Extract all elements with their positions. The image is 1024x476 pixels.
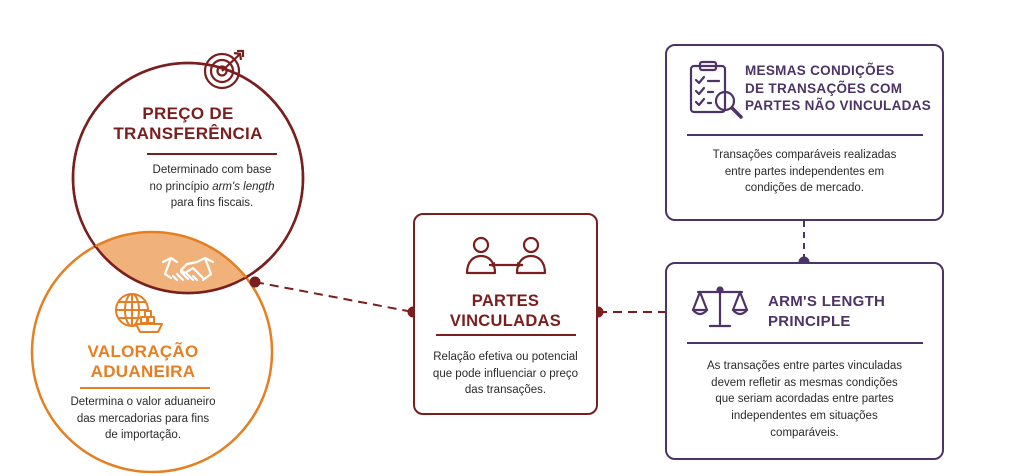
valoracao-description: Determina o valor aduaneiro das mercador…: [70, 396, 216, 442]
mesmas-condicoes-card: [665, 44, 944, 221]
handshake-icon: [161, 256, 215, 282]
connector-dot: [249, 276, 261, 288]
partes-title: PARTES VINCULADAS: [449, 292, 562, 330]
preco-description: Determinado com base no princípio arm's …: [149, 164, 275, 210]
scales-icon: [691, 286, 749, 328]
preco-title: PREÇO DE TRANSFERÊNCIA: [113, 104, 263, 144]
globe-ship-icon: [115, 293, 163, 333]
valoracao-title: VALORAÇÃO ADUANEIRA: [87, 342, 199, 382]
preco-divider: [147, 153, 277, 155]
arms-length-card: [665, 262, 944, 460]
partes-description: Relação efetiva ou potencial que pode in…: [432, 351, 579, 397]
linked-people-icon: [465, 236, 547, 275]
arms-divider: [687, 342, 923, 344]
checklist-search-icon: [689, 60, 743, 119]
connector-left: [254, 281, 414, 313]
target-icon: [203, 49, 245, 90]
partes-vinculadas-card: [413, 213, 598, 415]
valoracao-divider: [80, 387, 210, 389]
mesmas-divider: [687, 134, 923, 136]
arms-description: As transações entre partes vinculadas de…: [707, 360, 902, 439]
mesmas-description: Transações comparáveis realizadas entre …: [712, 149, 897, 195]
mesmas-title: MESMAS CONDIÇÕES DE TRANSAÇÕES COM PARTE…: [745, 63, 932, 114]
partes-divider: [436, 334, 576, 336]
arms-title: ARM'S LENGTH PRINCIPLE: [768, 293, 886, 330]
